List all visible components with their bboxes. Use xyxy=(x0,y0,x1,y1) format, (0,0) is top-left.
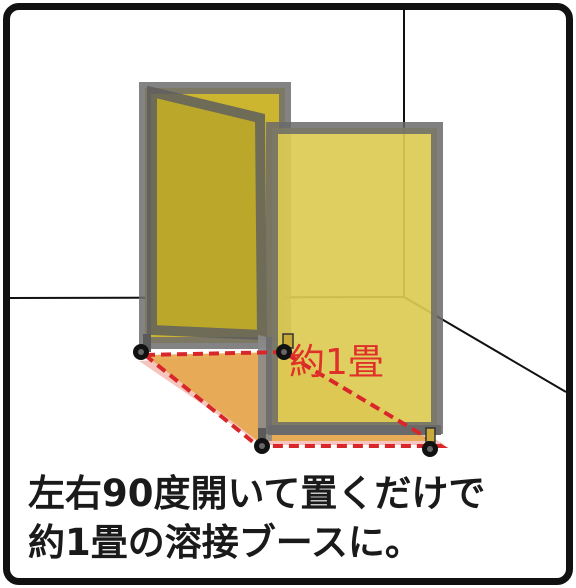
left-panel-folded-leaf xyxy=(147,85,268,341)
caster-wheel-icon xyxy=(133,334,151,360)
caster-wheel-icon xyxy=(254,428,270,454)
right-panel-fill xyxy=(272,128,437,428)
caption-line-2: 約1畳の溶接ブースに。 xyxy=(28,521,422,564)
left-panel xyxy=(139,82,291,352)
caster-wheel-icon xyxy=(276,333,294,360)
area-label: 約1畳 xyxy=(289,342,384,383)
caster-wheel-icon xyxy=(422,427,438,457)
one-tatami-dashed-outline xyxy=(139,349,449,448)
caption-line-1: 左右90度開いて置くだけで xyxy=(28,472,486,515)
right-panel xyxy=(266,122,443,435)
